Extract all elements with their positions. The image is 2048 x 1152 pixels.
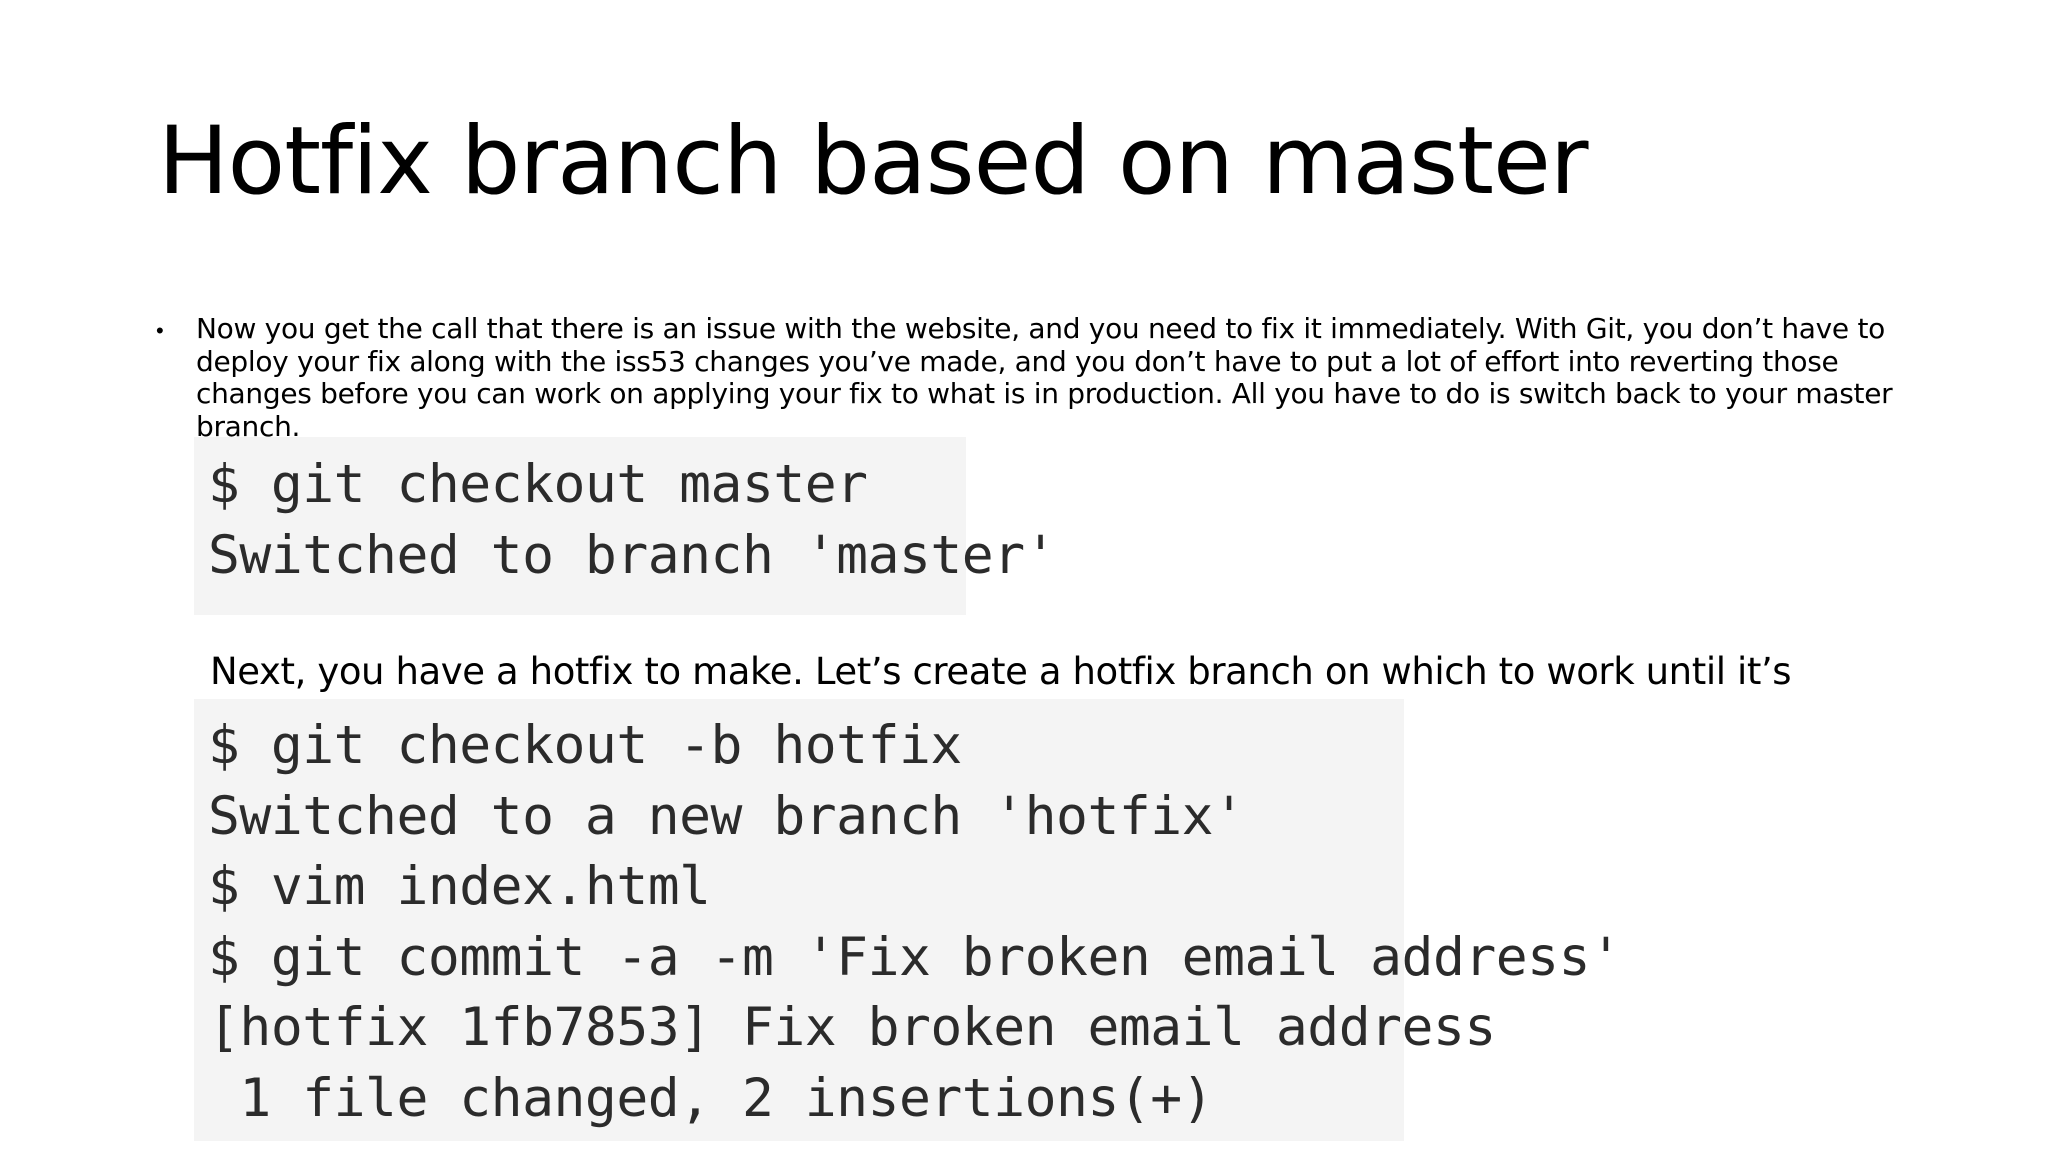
code-line: Switched to a new branch 'hotfix' bbox=[208, 785, 1245, 847]
bullet-marker: • bbox=[156, 318, 164, 343]
code-line: $ git checkout master bbox=[208, 454, 868, 515]
code-line: [hotfix 1fb7853] Fix broken email addres… bbox=[208, 997, 1496, 1058]
code-line: $ vim index.html bbox=[208, 856, 711, 917]
code-block-hotfix: $ git checkout -b hotfix Switched to a n… bbox=[194, 699, 1622, 1141]
code-line: 1 file changed, 2 insertions(+) bbox=[208, 1067, 1214, 1129]
bullet-item: • Now you get the call that there is an … bbox=[152, 313, 1912, 441]
hotfix-intro-text: Next, you have a hotfix to make. Let’s c… bbox=[210, 650, 1792, 693]
code-line: Switched to branch 'master' bbox=[208, 525, 1057, 586]
code-line: $ git checkout -b hotfix bbox=[208, 715, 962, 776]
code-block-checkout-master: $ git checkout master Switched to branch… bbox=[194, 437, 1057, 615]
bullet-text: Now you get the call that there is an is… bbox=[196, 313, 1893, 441]
code-line: $ git commit -a -m 'Fix broken email add… bbox=[208, 926, 1622, 988]
slide-title: Hotfix branch based on master bbox=[158, 107, 1588, 216]
